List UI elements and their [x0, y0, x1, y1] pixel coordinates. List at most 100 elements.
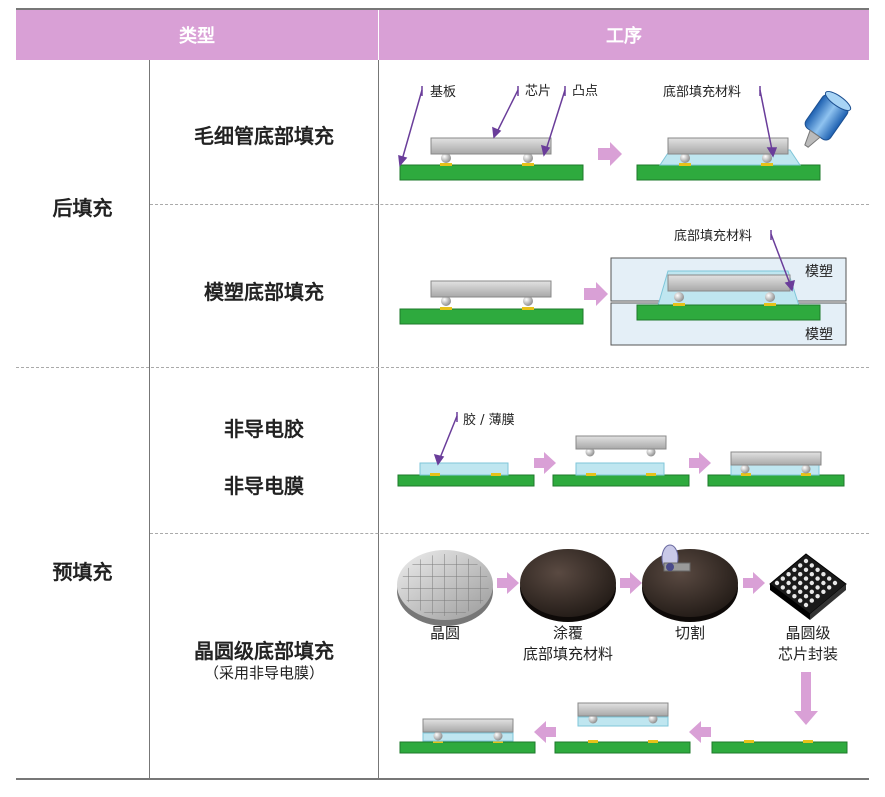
row-capillary: 毛细管底部填充 — [194, 124, 334, 148]
bottom-border — [16, 778, 869, 780]
column-divider-1 — [149, 60, 150, 779]
dispense-nozzle-icon — [804, 90, 852, 148]
capillary-step1 — [399, 137, 584, 181]
arrow-down — [794, 672, 818, 725]
solder-ball — [803, 594, 809, 599]
solder-ball — [792, 594, 797, 599]
header-divider — [378, 10, 379, 60]
group-pre-fill: 预填充 — [52, 560, 113, 584]
arrow-molded — [584, 282, 608, 306]
solder-ball — [827, 585, 832, 590]
label-coating: 涂覆 — [553, 624, 583, 642]
solder-ball — [786, 580, 791, 586]
solder-ball — [786, 589, 791, 594]
label-wafer: 晶圆 — [430, 624, 460, 642]
solder-ball — [780, 585, 785, 590]
solder-ball — [803, 585, 809, 590]
wafer-icon — [397, 550, 493, 626]
molded-step2 — [610, 257, 847, 346]
coated-wafer-icon — [520, 549, 616, 622]
solder-ball — [798, 580, 803, 586]
arrow-wafer-3 — [743, 572, 765, 594]
solder-ball — [792, 585, 797, 590]
solder-ball — [809, 580, 814, 586]
label-underfill-1: 底部填充材料 — [663, 84, 741, 100]
arrow-wafer-1 — [497, 572, 519, 594]
solder-ball — [815, 594, 820, 599]
nc-step3 — [707, 451, 845, 487]
capillary-underfill-annotation — [759, 86, 778, 158]
wl-step2 — [554, 702, 691, 754]
dicing-wafer-icon — [642, 549, 738, 622]
label-substrate: 基板 — [430, 85, 456, 100]
solder-ball — [803, 576, 809, 581]
nc-step1 — [397, 462, 535, 487]
label-wl-chip-2: 芯片封装 — [778, 645, 838, 663]
solder-ball — [815, 567, 820, 572]
arrow-nc-2 — [689, 452, 711, 474]
label-underfill-2: 底部填充材料 — [674, 228, 752, 244]
arrow-capillary — [598, 142, 622, 166]
solder-ball — [798, 598, 803, 603]
solder-ball — [803, 567, 809, 572]
label-coating-material: 底部填充材料 — [523, 645, 613, 663]
label-chip: 芯片 — [525, 84, 551, 99]
label-mold-bottom: 模塑 — [805, 327, 833, 343]
header-type-label: 类型 — [179, 26, 215, 47]
solder-ball — [821, 572, 826, 577]
label-bump: 凸点 — [572, 84, 598, 99]
wlcsp-chip-icon — [769, 553, 847, 620]
solder-ball — [827, 576, 832, 581]
capillary-step2 — [636, 90, 852, 181]
column-divider-2 — [378, 60, 379, 779]
wl-step3 — [711, 740, 848, 754]
solder-ball — [809, 598, 814, 603]
label-wl-chip-1: 晶圆级 — [785, 624, 830, 642]
arrow-left-1 — [689, 721, 711, 743]
solder-ball — [809, 572, 814, 577]
solder-ball — [780, 576, 785, 581]
molded-underfill-annotation — [770, 230, 795, 292]
capillary-annotations — [398, 86, 566, 167]
dicing-blade-icon — [661, 544, 691, 572]
row-nc-film: 非导电膜 — [224, 474, 304, 498]
solder-ball — [774, 580, 780, 586]
solder-ball — [798, 572, 803, 577]
solder-ball — [803, 602, 809, 608]
solder-ball — [792, 567, 797, 572]
header-process: 工序 — [379, 10, 869, 60]
label-dicing: 切割 — [675, 624, 705, 642]
nc-paste-annotation — [433, 412, 458, 466]
solder-ball — [815, 576, 820, 581]
row-molded: 模塑底部填充 — [204, 280, 324, 304]
wl-step1 — [399, 718, 536, 754]
solder-ball — [821, 589, 826, 594]
row-divider-nc — [150, 533, 869, 534]
arrow-wafer-2 — [620, 572, 642, 594]
header-type: 类型 — [16, 10, 378, 60]
solder-ball — [803, 558, 809, 564]
solder-ball — [798, 563, 803, 568]
group-divider — [16, 367, 869, 368]
solder-ball — [815, 585, 820, 590]
row-nc-paste: 非导电胶 — [224, 417, 304, 441]
group-post-fill: 后填充 — [52, 196, 113, 220]
solder-ball — [821, 580, 826, 586]
molded-step1 — [399, 280, 584, 325]
row-wafer-level: 晶圆级底部填充 — [194, 639, 334, 663]
nc-step2 — [552, 435, 690, 487]
solder-ball — [798, 589, 803, 594]
solder-ball — [809, 563, 814, 568]
label-mold-top: 模塑 — [805, 264, 833, 280]
top-border — [16, 8, 869, 10]
header-process-label: 工序 — [606, 26, 642, 47]
solder-ball — [786, 572, 791, 577]
solder-ball — [832, 580, 838, 586]
solder-ball — [809, 589, 814, 594]
arrow-nc-1 — [534, 452, 556, 474]
arrow-left-2 — [534, 721, 556, 743]
row-wafer-level-note: （采用非导电膜） — [203, 664, 324, 682]
label-paste-film: 胶 / 薄膜 — [463, 412, 515, 428]
solder-ball — [792, 576, 797, 581]
